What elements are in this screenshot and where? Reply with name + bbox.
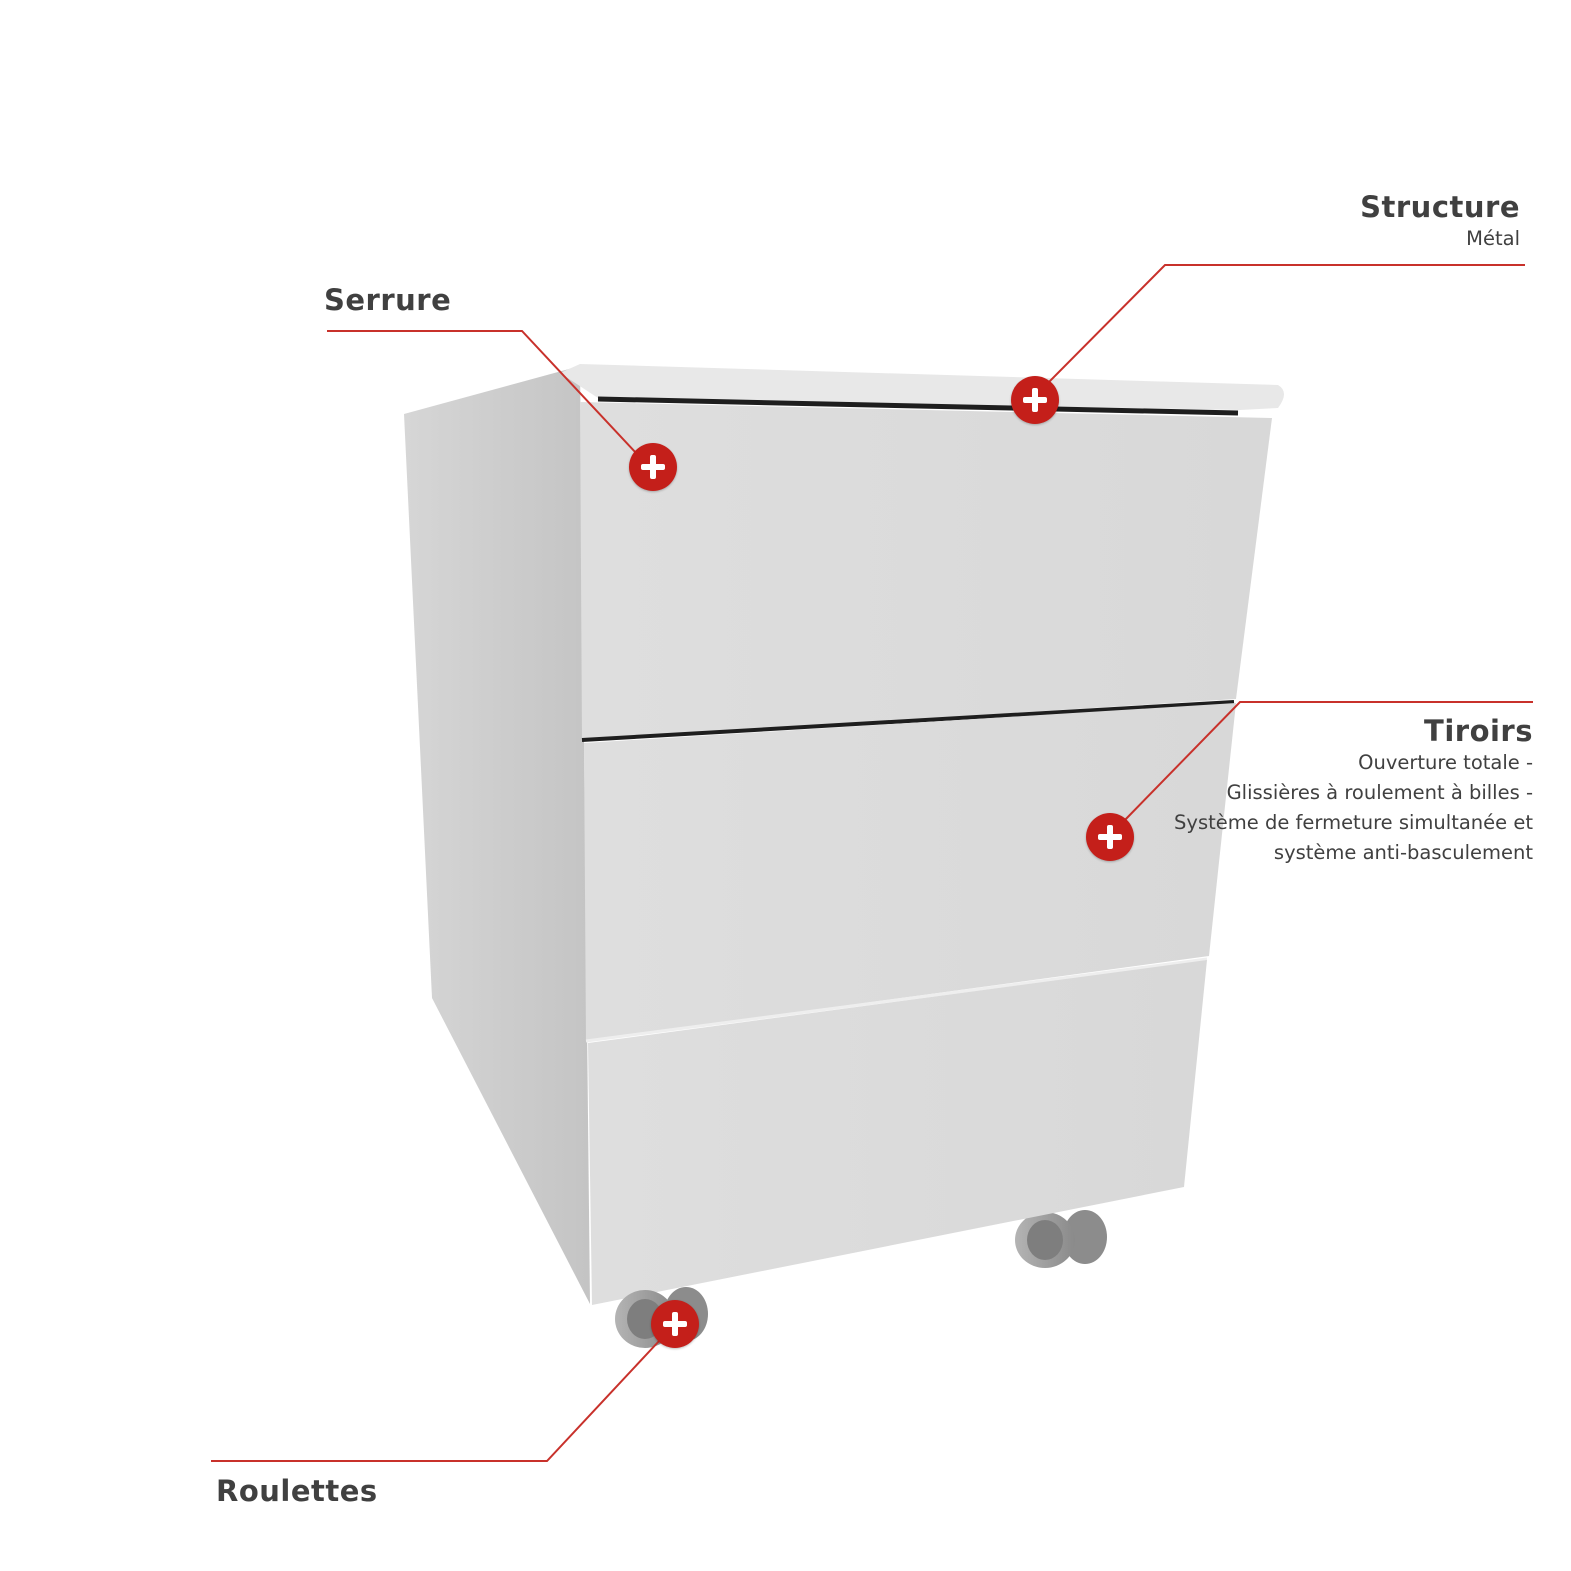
tiroirs-detail-line-2: Glissières à roulement à billes - [1226,781,1533,804]
structure-hotspot-button[interactable] [1011,376,1059,424]
serrure-leader-line [327,330,637,454]
serrure-label: Serrure [324,283,452,317]
cabinet-side-panel [404,366,590,1304]
roulettes-label: Roulettes [216,1474,378,1508]
drawer-front-bottom [588,960,1207,1305]
roulettes-hotspot-button[interactable] [651,1300,699,1348]
back-caster-wheel [1015,1210,1107,1268]
tiroirs-detail-line-3: Système de fermeture simultanée et [1174,811,1533,834]
structure-leader-line [1045,264,1525,386]
tiroirs-label: Tiroirs [1424,714,1533,748]
tiroirs-leader-line [1122,701,1533,823]
tiroirs-detail-line-4: système anti-basculement [1273,841,1533,864]
tiroirs-detail-line-1: Ouverture totale - [1358,751,1533,774]
structure-label: Structure [1360,190,1520,224]
drawer-front-top [580,402,1272,740]
drawer-front-middle [584,703,1236,1041]
cabinet-top-plate [560,364,1284,410]
serrure-hotspot-button[interactable] [629,443,677,491]
structure-detail: Métal [1466,227,1520,250]
roulettes-leader-line [211,1339,661,1462]
tiroirs-hotspot-button[interactable] [1086,813,1134,861]
